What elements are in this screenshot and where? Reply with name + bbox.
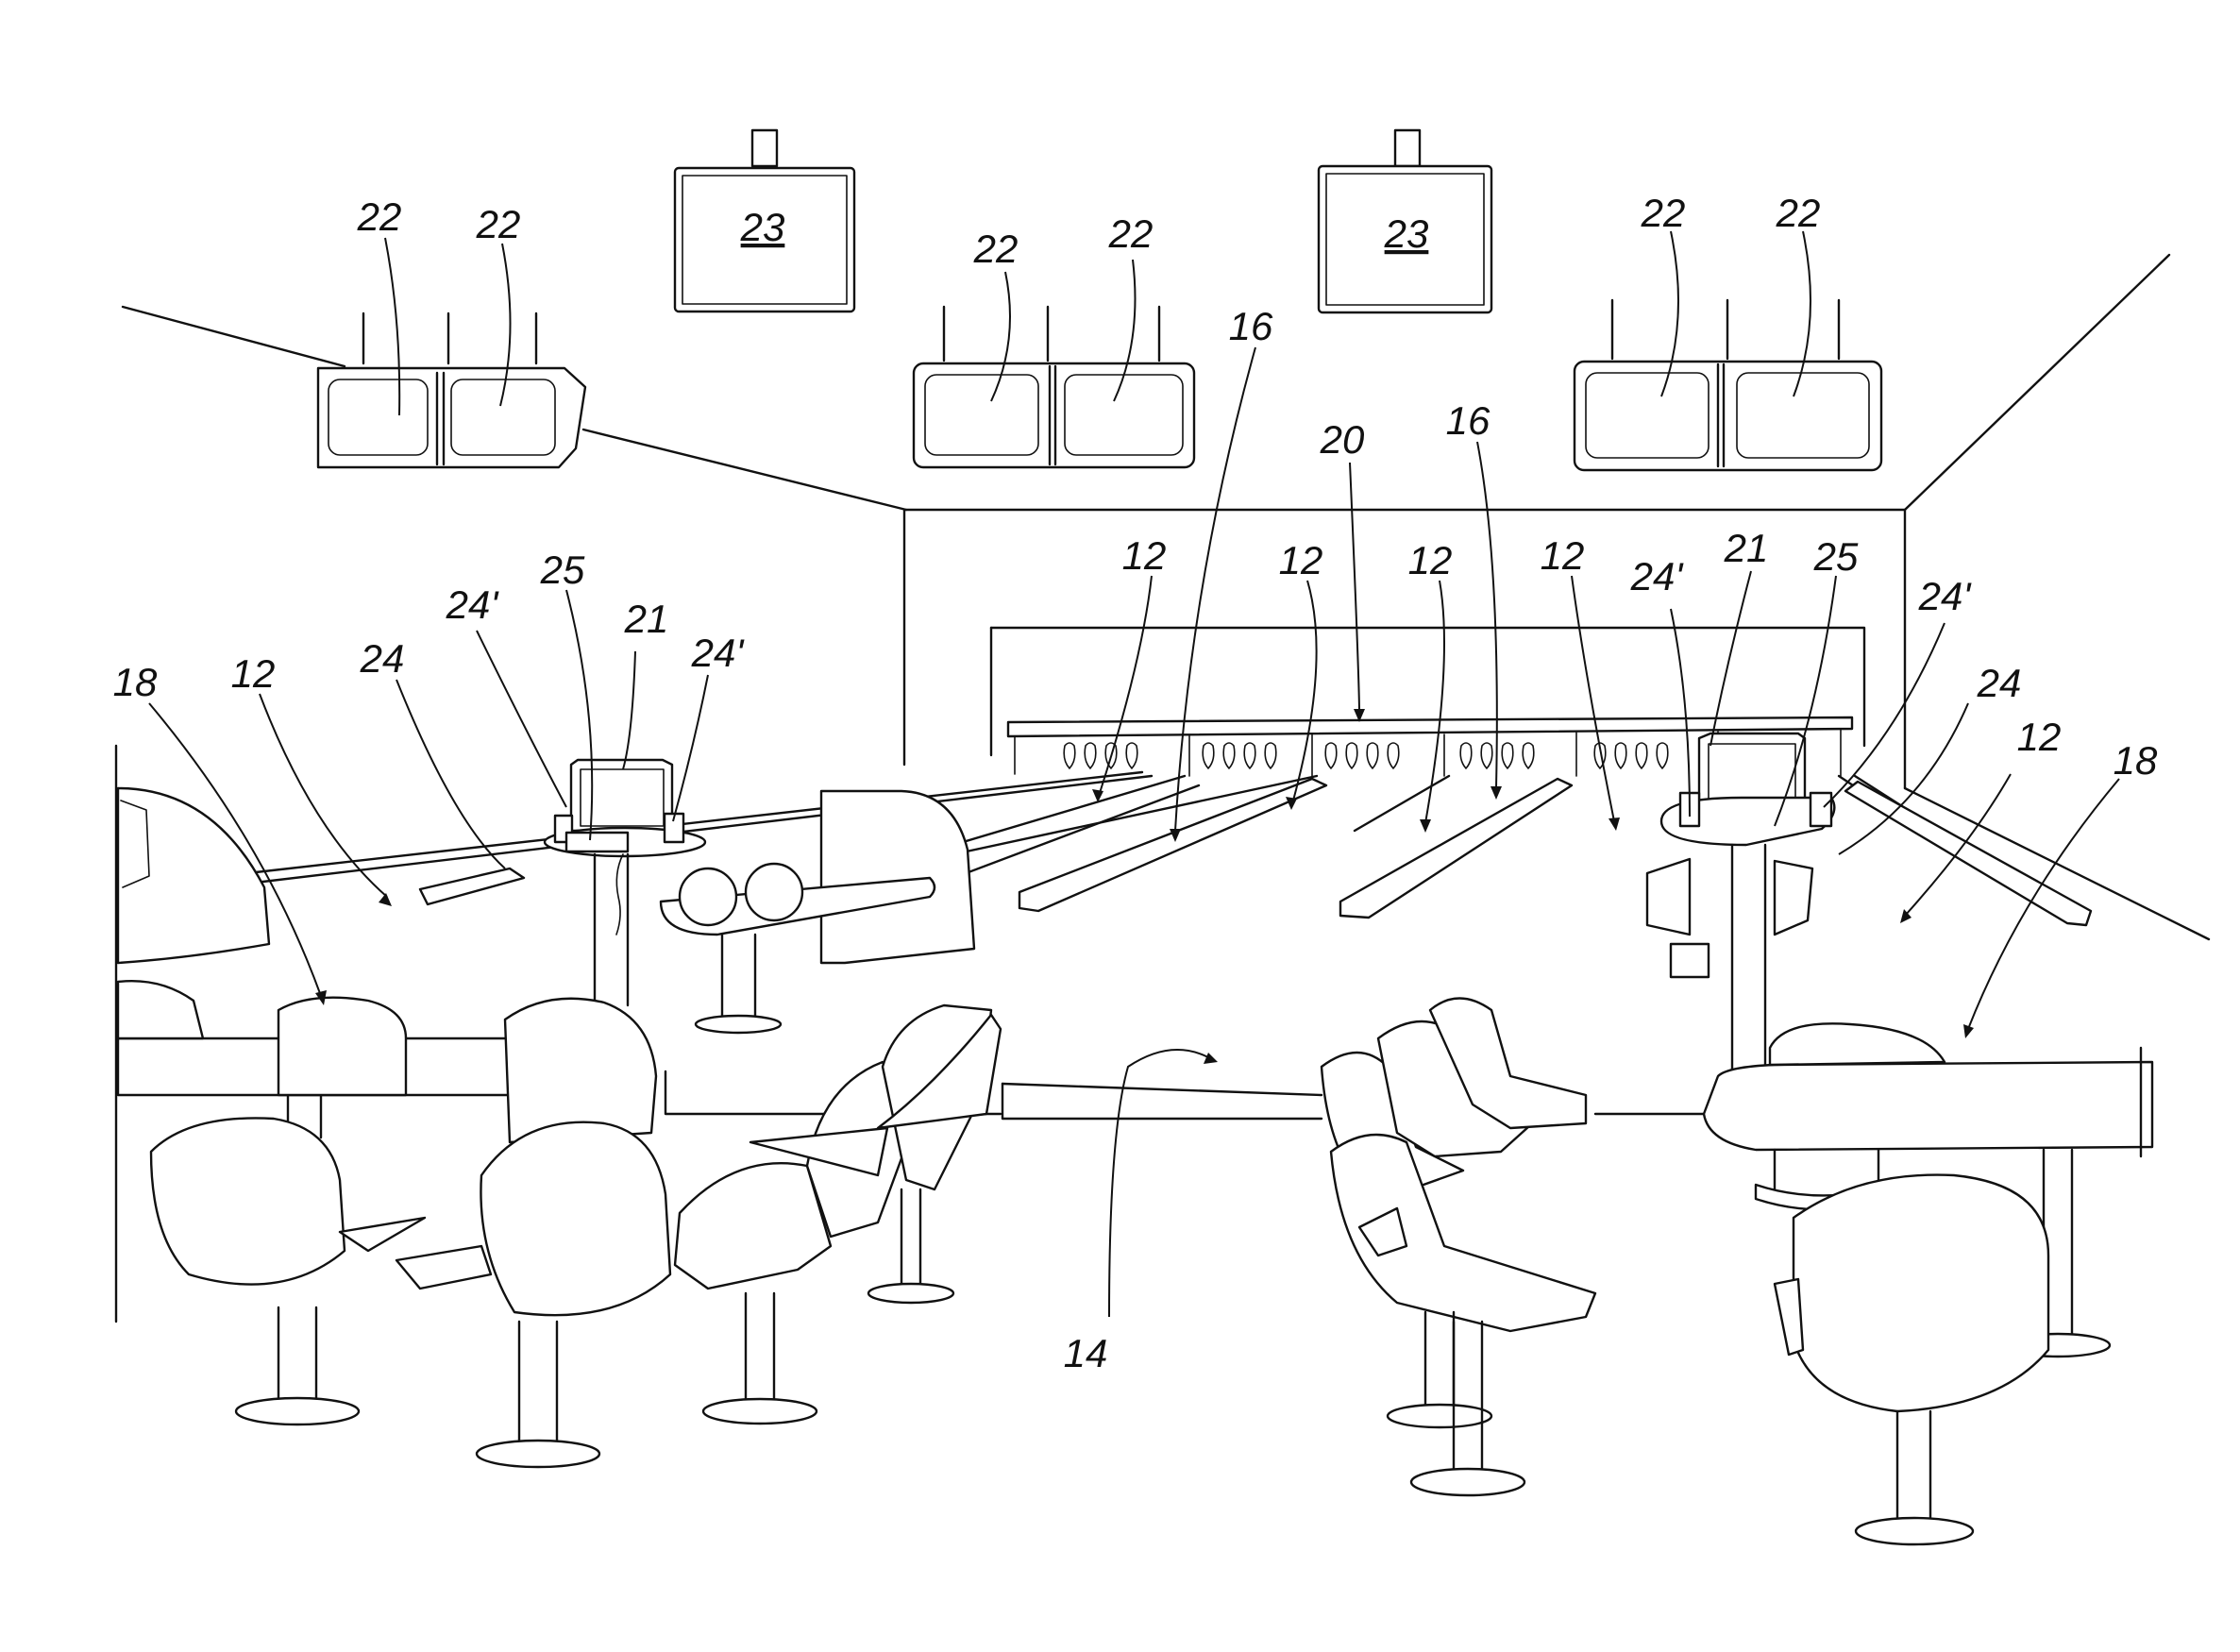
label-25: 25	[540, 548, 585, 592]
bowling-pins	[1064, 743, 1668, 768]
label-24-prime: 24'	[691, 631, 746, 675]
ball-return-hood-left	[661, 791, 974, 1033]
label-12: 12	[2017, 715, 2062, 759]
label-24-prime: 24'	[1630, 554, 1685, 598]
label-24-prime: 24'	[446, 582, 500, 627]
label-18: 18	[2114, 738, 2158, 783]
label-22: 22	[1641, 191, 1686, 235]
seating-right	[1322, 999, 2152, 1545]
label-14: 14	[1064, 1331, 1108, 1375]
label-20: 20	[1320, 417, 1365, 462]
label-16: 16	[1229, 304, 1273, 348]
label-23: 23	[1384, 211, 1429, 256]
label-23: 23	[740, 205, 785, 249]
label-25: 25	[1813, 534, 1859, 579]
label-21: 21	[624, 597, 669, 641]
overhead-monitor-pair-center	[914, 307, 1194, 467]
label-12: 12	[1541, 533, 1585, 578]
label-16: 16	[1446, 398, 1491, 443]
label-24-prime: 24'	[1918, 574, 1973, 618]
label-22: 22	[1108, 211, 1154, 256]
label-12: 12	[1122, 533, 1167, 578]
label-22: 22	[1776, 191, 1821, 235]
label-24: 24	[1977, 661, 2022, 705]
label-22: 22	[973, 227, 1019, 271]
label-12: 12	[231, 651, 276, 696]
label-24: 24	[360, 636, 405, 681]
label-22: 22	[476, 202, 521, 246]
overhead-monitor-pair-right	[1575, 300, 1881, 470]
label-12: 12	[1408, 538, 1453, 582]
overhead-monitor-pair-left	[318, 313, 585, 467]
label-22: 22	[357, 194, 402, 239]
label-12: 12	[1279, 538, 1323, 582]
label-18: 18	[113, 660, 158, 704]
console-left	[545, 760, 705, 1005]
label-21: 21	[1724, 526, 1769, 570]
